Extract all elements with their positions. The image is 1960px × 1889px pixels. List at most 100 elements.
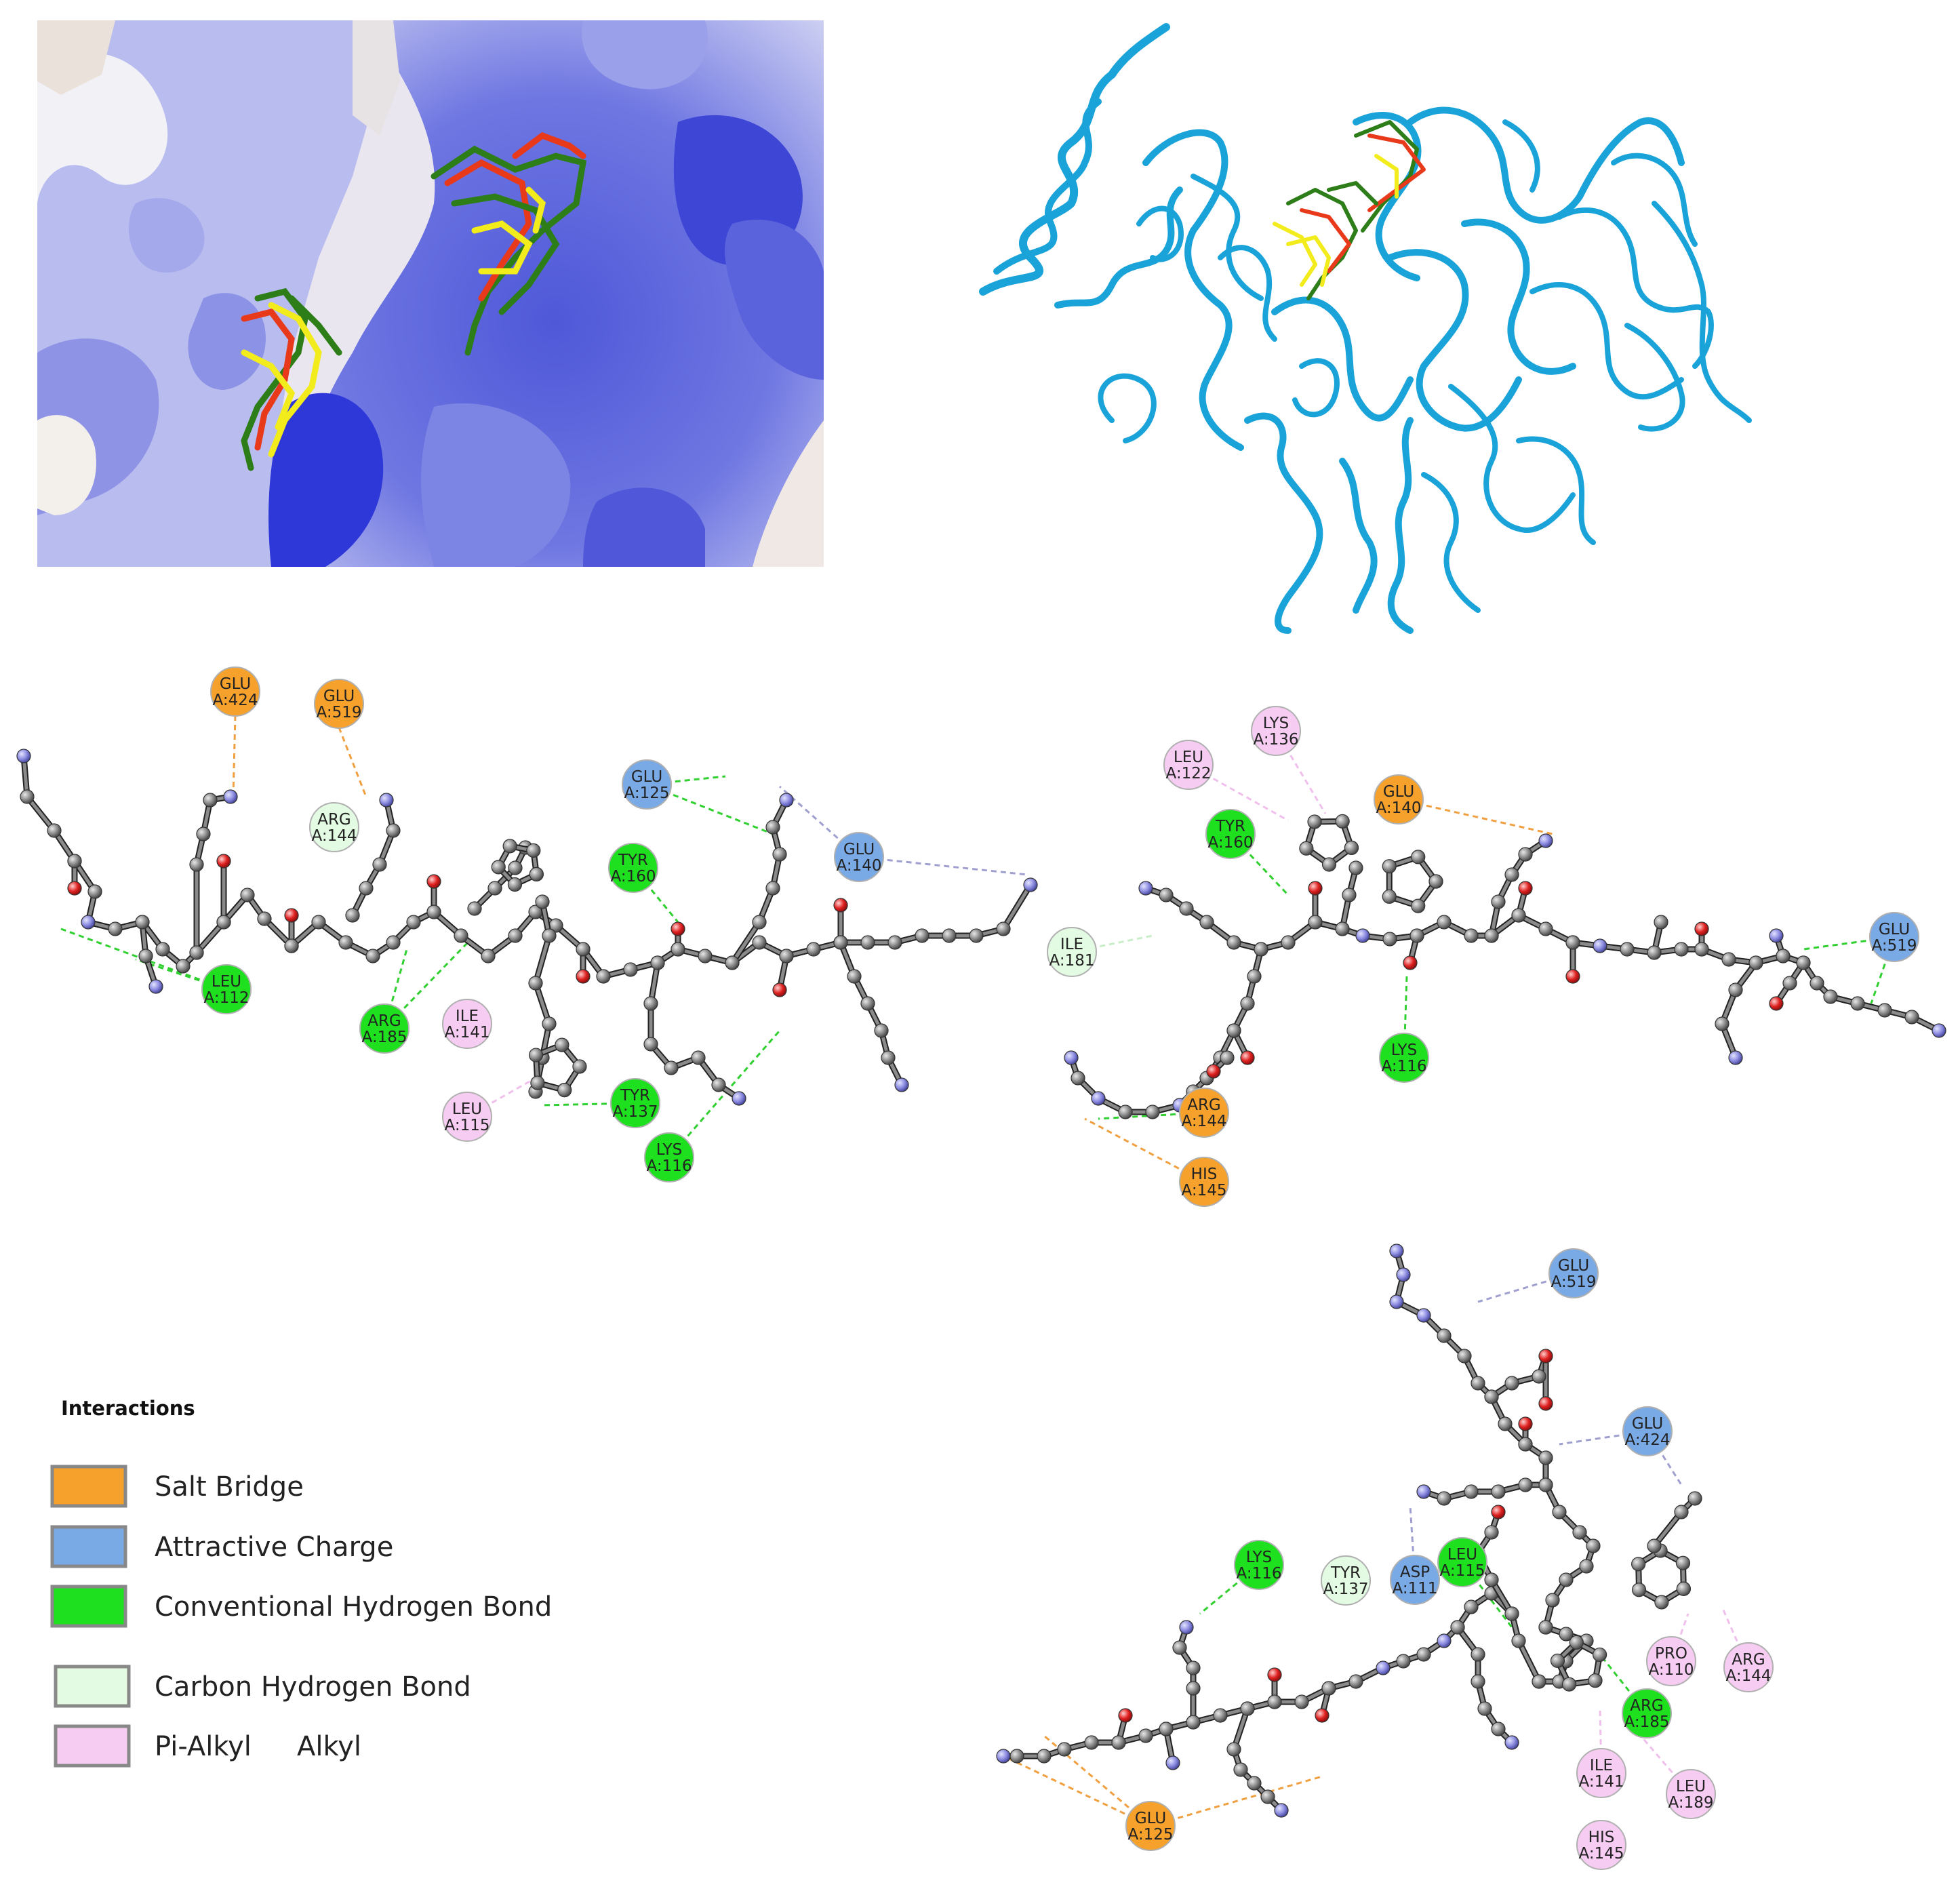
nitrogen-atom: [223, 789, 238, 804]
interaction-line: [232, 715, 237, 797]
residue-id: A:141: [445, 1024, 490, 1041]
residue-disc: [1125, 1801, 1176, 1851]
legend: Interactions Salt Bridge Attractive Char…: [50, 1397, 552, 1768]
carbon-atom: [1145, 1105, 1160, 1119]
carbon-atom: [189, 945, 204, 960]
carbon-atom: [508, 928, 523, 943]
carbon-atom: [942, 928, 957, 943]
carbon-atom: [1593, 1647, 1607, 1663]
carbon-atom: [1532, 1674, 1546, 1689]
carbon-atom: [1675, 1555, 1691, 1570]
surface-panel: [37, 20, 824, 567]
carbon-atom: [1477, 1701, 1492, 1716]
carbon-atom: [572, 1059, 587, 1074]
carbon-atom: [1471, 1674, 1485, 1689]
interaction-line: [1477, 1272, 1574, 1303]
interaction-line: [858, 856, 1028, 876]
nitrogen-atom: [894, 1077, 909, 1092]
carbon-atom: [491, 860, 506, 875]
oxygen-atom: [772, 982, 787, 997]
carbon-atom: [833, 935, 848, 950]
carbon-atom: [691, 1050, 706, 1065]
carbon-atom: [1559, 1572, 1574, 1587]
carbon-atom: [555, 1037, 569, 1052]
residue-id: A:160: [611, 868, 656, 886]
residue-disc: [1163, 740, 1214, 790]
residue-name: GLU: [1879, 921, 1910, 938]
carbon-atom: [915, 928, 929, 943]
carbon-atom: [284, 938, 299, 953]
nitrogen-atom: [1728, 1050, 1743, 1065]
carbon-atom: [1411, 850, 1426, 864]
nitrogen-atom: [1437, 1633, 1452, 1648]
nitrogen-atom: [1932, 1023, 1946, 1038]
molecule-layer: [16, 715, 1946, 1827]
carbon-atom: [1728, 982, 1743, 997]
carbon-atom: [725, 955, 740, 970]
carbon-atom: [1654, 1595, 1669, 1610]
carbon-atom: [345, 908, 360, 923]
residue-disc: [608, 843, 658, 893]
carbon-atom: [1687, 1491, 1702, 1506]
residue-name: TYR: [1330, 1564, 1361, 1582]
residue-id: A:424: [213, 692, 258, 709]
residue-disc: [1205, 809, 1256, 859]
carbon-atom: [996, 921, 1011, 936]
residue-name: GLU: [1135, 1810, 1166, 1827]
carbon-atom: [623, 962, 638, 977]
carbon-atom: [1498, 1416, 1513, 1431]
carbon-atom: [596, 969, 611, 984]
carbon-atom: [508, 860, 523, 875]
legend-swatch: [54, 1724, 131, 1768]
carbon-atom: [1694, 942, 1709, 957]
carbon-atom: [507, 877, 523, 892]
carbon-atom: [1904, 1010, 1919, 1025]
carbon-atom: [1776, 949, 1791, 963]
residue-name: GLU: [1383, 783, 1414, 801]
carbon-atom: [528, 1048, 544, 1062]
carbon-atom: [20, 789, 35, 804]
residue-id: A:116: [647, 1157, 692, 1175]
residue-disc: [1437, 1537, 1487, 1587]
residue-id: A:125: [1128, 1826, 1174, 1844]
carbon-atom: [1348, 860, 1363, 875]
carbon-atom: [1620, 942, 1635, 957]
carbon-atom: [1281, 935, 1296, 950]
nitrogen-atom: [16, 749, 31, 763]
legend-label: Carbon Hydrogen Bond: [155, 1671, 471, 1703]
carbon-atom: [1850, 996, 1865, 1011]
nitrogen-atom: [1769, 928, 1784, 943]
residue-name: GLU: [323, 688, 355, 705]
interaction-line: [1670, 1613, 1689, 1662]
residue-disc: [834, 832, 884, 882]
carbon-atom: [216, 915, 231, 930]
nitrogen-atom: [1504, 1735, 1519, 1750]
residue-name: ILE: [456, 1008, 479, 1025]
carbon-atom: [1721, 952, 1736, 967]
carbon-atom: [860, 996, 875, 1011]
bond-highlight: [730, 920, 761, 965]
carbon-atom: [1396, 1654, 1411, 1669]
residue-id: A:116: [1237, 1565, 1282, 1583]
residue-name: PRO: [1655, 1645, 1687, 1663]
residue-id: A:519: [317, 704, 362, 721]
residue-id: A:181: [1049, 952, 1095, 970]
carbon-atom: [1382, 859, 1397, 874]
carbon-atom: [1569, 1635, 1584, 1650]
carbon-atom: [1565, 935, 1580, 950]
carbon-atom: [1220, 1050, 1235, 1065]
carbon-atom: [1382, 932, 1397, 947]
legend-label: Pi-Alkyl: [155, 1731, 252, 1762]
interaction-line: [1398, 798, 1553, 835]
carbon-atom: [1186, 1715, 1201, 1730]
